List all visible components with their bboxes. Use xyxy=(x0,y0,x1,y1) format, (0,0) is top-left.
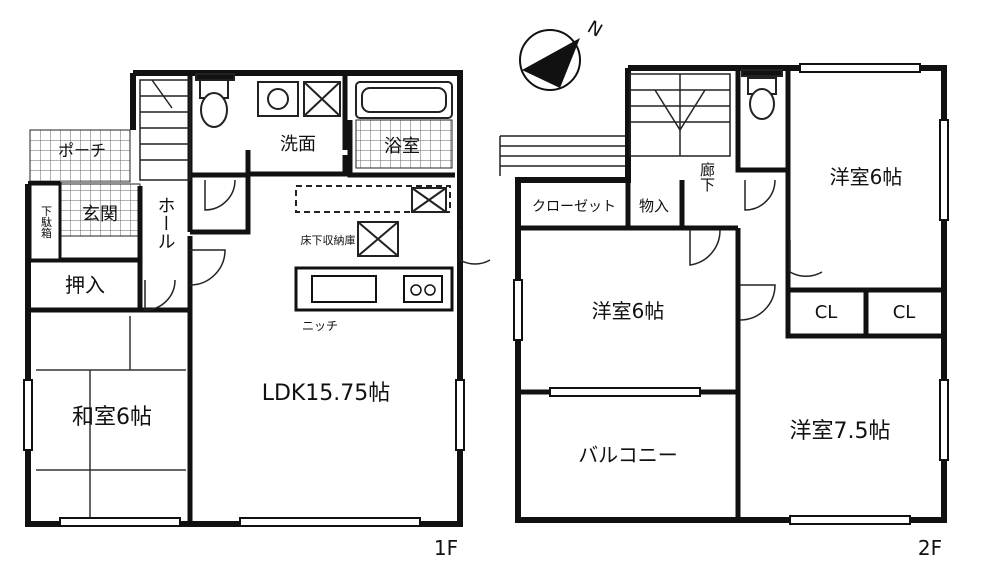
windows-1f xyxy=(23,379,465,527)
bathroom-floor xyxy=(355,119,453,169)
floor-1: ポーチ 玄関 下駄箱 ホール 押入 洗面 浴室 床下収納庫 ニッチ LDK15.… xyxy=(23,70,491,560)
washbasin xyxy=(257,81,341,117)
niche-label: ニッチ xyxy=(302,319,338,333)
storage-label: 物入 xyxy=(639,197,669,215)
toilet-2f xyxy=(741,69,783,120)
toilet-1f xyxy=(195,73,235,128)
western-room-center-label: 洋室6帖 xyxy=(592,299,665,323)
floor-2-label: 2F xyxy=(918,536,942,560)
entrance-label: 玄関 xyxy=(82,204,118,225)
porch-area xyxy=(29,129,131,183)
porch-label: ポーチ xyxy=(58,141,106,160)
western-room-se-label: 洋室7.5帖 xyxy=(790,419,891,444)
washroom-label: 洗面 xyxy=(280,134,316,155)
underfloor-storage-label: 床下収納庫 xyxy=(301,233,356,247)
compass: N xyxy=(519,17,606,91)
windows-2f xyxy=(513,63,949,525)
roof-lines xyxy=(499,135,628,176)
kitchen-counter xyxy=(294,266,454,312)
stair-2f xyxy=(629,73,731,157)
doors-1f xyxy=(144,179,491,311)
ldk-label: LDK15.75帖 xyxy=(262,381,391,406)
bathroom-label: 浴室 xyxy=(384,136,420,157)
doors-2f xyxy=(689,179,823,321)
entrance-area xyxy=(59,183,141,237)
cl-left-label: CL xyxy=(815,302,838,323)
western-room-ne-label: 洋室6帖 xyxy=(830,165,903,189)
cl-right-label: CL xyxy=(893,302,916,323)
shoe-box xyxy=(28,182,62,262)
kitchen-storage xyxy=(295,185,451,257)
compass-n-label: N xyxy=(584,17,606,42)
stair-1f xyxy=(139,79,191,181)
japanese-room-label: 和室6帖 xyxy=(72,405,152,430)
tatami-lines xyxy=(36,316,186,518)
floor-2: クローゼット 物入 廊下 洋室6帖 洋室6帖 CL CL バルコニー 洋室7.5… xyxy=(499,63,949,560)
compass-needle xyxy=(522,38,580,88)
bathtub xyxy=(355,81,453,119)
closet-2f-label: クローゼット xyxy=(532,199,616,215)
hall-label: ホール xyxy=(155,196,176,250)
floor-1-label: 1F xyxy=(434,536,458,560)
closet-label: 押入 xyxy=(65,273,105,297)
shoe-box-label: 下駄箱 xyxy=(40,206,53,240)
corridor-label: 廊下 xyxy=(698,162,716,192)
balcony-label: バルコニー xyxy=(578,443,678,467)
